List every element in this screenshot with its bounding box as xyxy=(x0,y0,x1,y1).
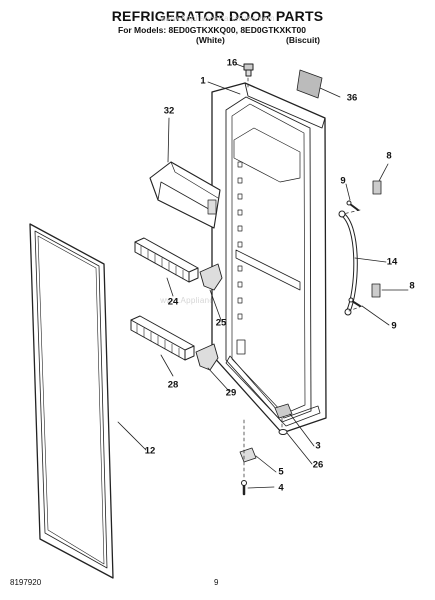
hinge-screw xyxy=(241,480,247,496)
square-pad xyxy=(296,69,323,99)
part-label-8-lower: 8 xyxy=(409,280,415,292)
models-line: For Models: 8ED0GTKXKQ00, 8ED0GTKXKT00 xyxy=(118,25,306,35)
part-label-12: 12 xyxy=(144,445,156,457)
part-label-36: 36 xyxy=(346,92,358,104)
part-label-1: 1 xyxy=(200,75,206,87)
part-label-25: 25 xyxy=(215,317,227,329)
part-label-32: 32 xyxy=(163,105,175,117)
page-title: REFRIGERATOR DOOR PARTS xyxy=(111,8,324,24)
part-label-9-upper: 9 xyxy=(340,175,346,187)
upper-shelf-rail xyxy=(134,237,199,283)
top-screw xyxy=(243,63,254,77)
door-handle xyxy=(338,210,358,316)
part-label-24: 24 xyxy=(167,296,179,308)
part-label-16: 16 xyxy=(226,57,238,69)
part-label-9-lower: 9 xyxy=(391,320,397,332)
hinge-bushing xyxy=(274,403,293,419)
assembly-guide-lines xyxy=(243,77,363,481)
part-label-5: 5 xyxy=(278,466,284,478)
handle-screw-lower xyxy=(348,297,361,307)
door-gasket xyxy=(29,223,114,579)
upper-shelf-bracket xyxy=(199,263,223,291)
hinge-washer xyxy=(278,429,288,435)
part-label-26: 26 xyxy=(312,459,324,471)
variant-white: (White) xyxy=(196,35,225,45)
part-label-3: 3 xyxy=(315,440,321,452)
watermark-top: www.AppliancePartsPros.com xyxy=(160,14,275,23)
lower-shelf-bracket xyxy=(195,343,219,371)
part-label-28: 28 xyxy=(167,379,179,391)
hinge-bracket xyxy=(239,447,257,463)
lower-shelf-rail xyxy=(130,315,195,361)
upper-door-bin xyxy=(149,161,221,229)
part-label-29: 29 xyxy=(225,387,237,399)
variant-biscuit: (Biscuit) xyxy=(286,35,320,45)
document-number: 8197920 xyxy=(10,578,42,587)
door-liner xyxy=(211,82,327,434)
part-label-4: 4 xyxy=(278,482,284,494)
handle-screw-upper xyxy=(346,200,359,211)
page-number: 9 xyxy=(214,578,219,587)
part-label-8-upper: 8 xyxy=(386,150,392,162)
part-label-14: 14 xyxy=(386,256,398,268)
leader-lines xyxy=(117,63,409,489)
handle-end-cap-upper xyxy=(372,180,382,195)
handle-end-cap-lower xyxy=(371,283,381,298)
